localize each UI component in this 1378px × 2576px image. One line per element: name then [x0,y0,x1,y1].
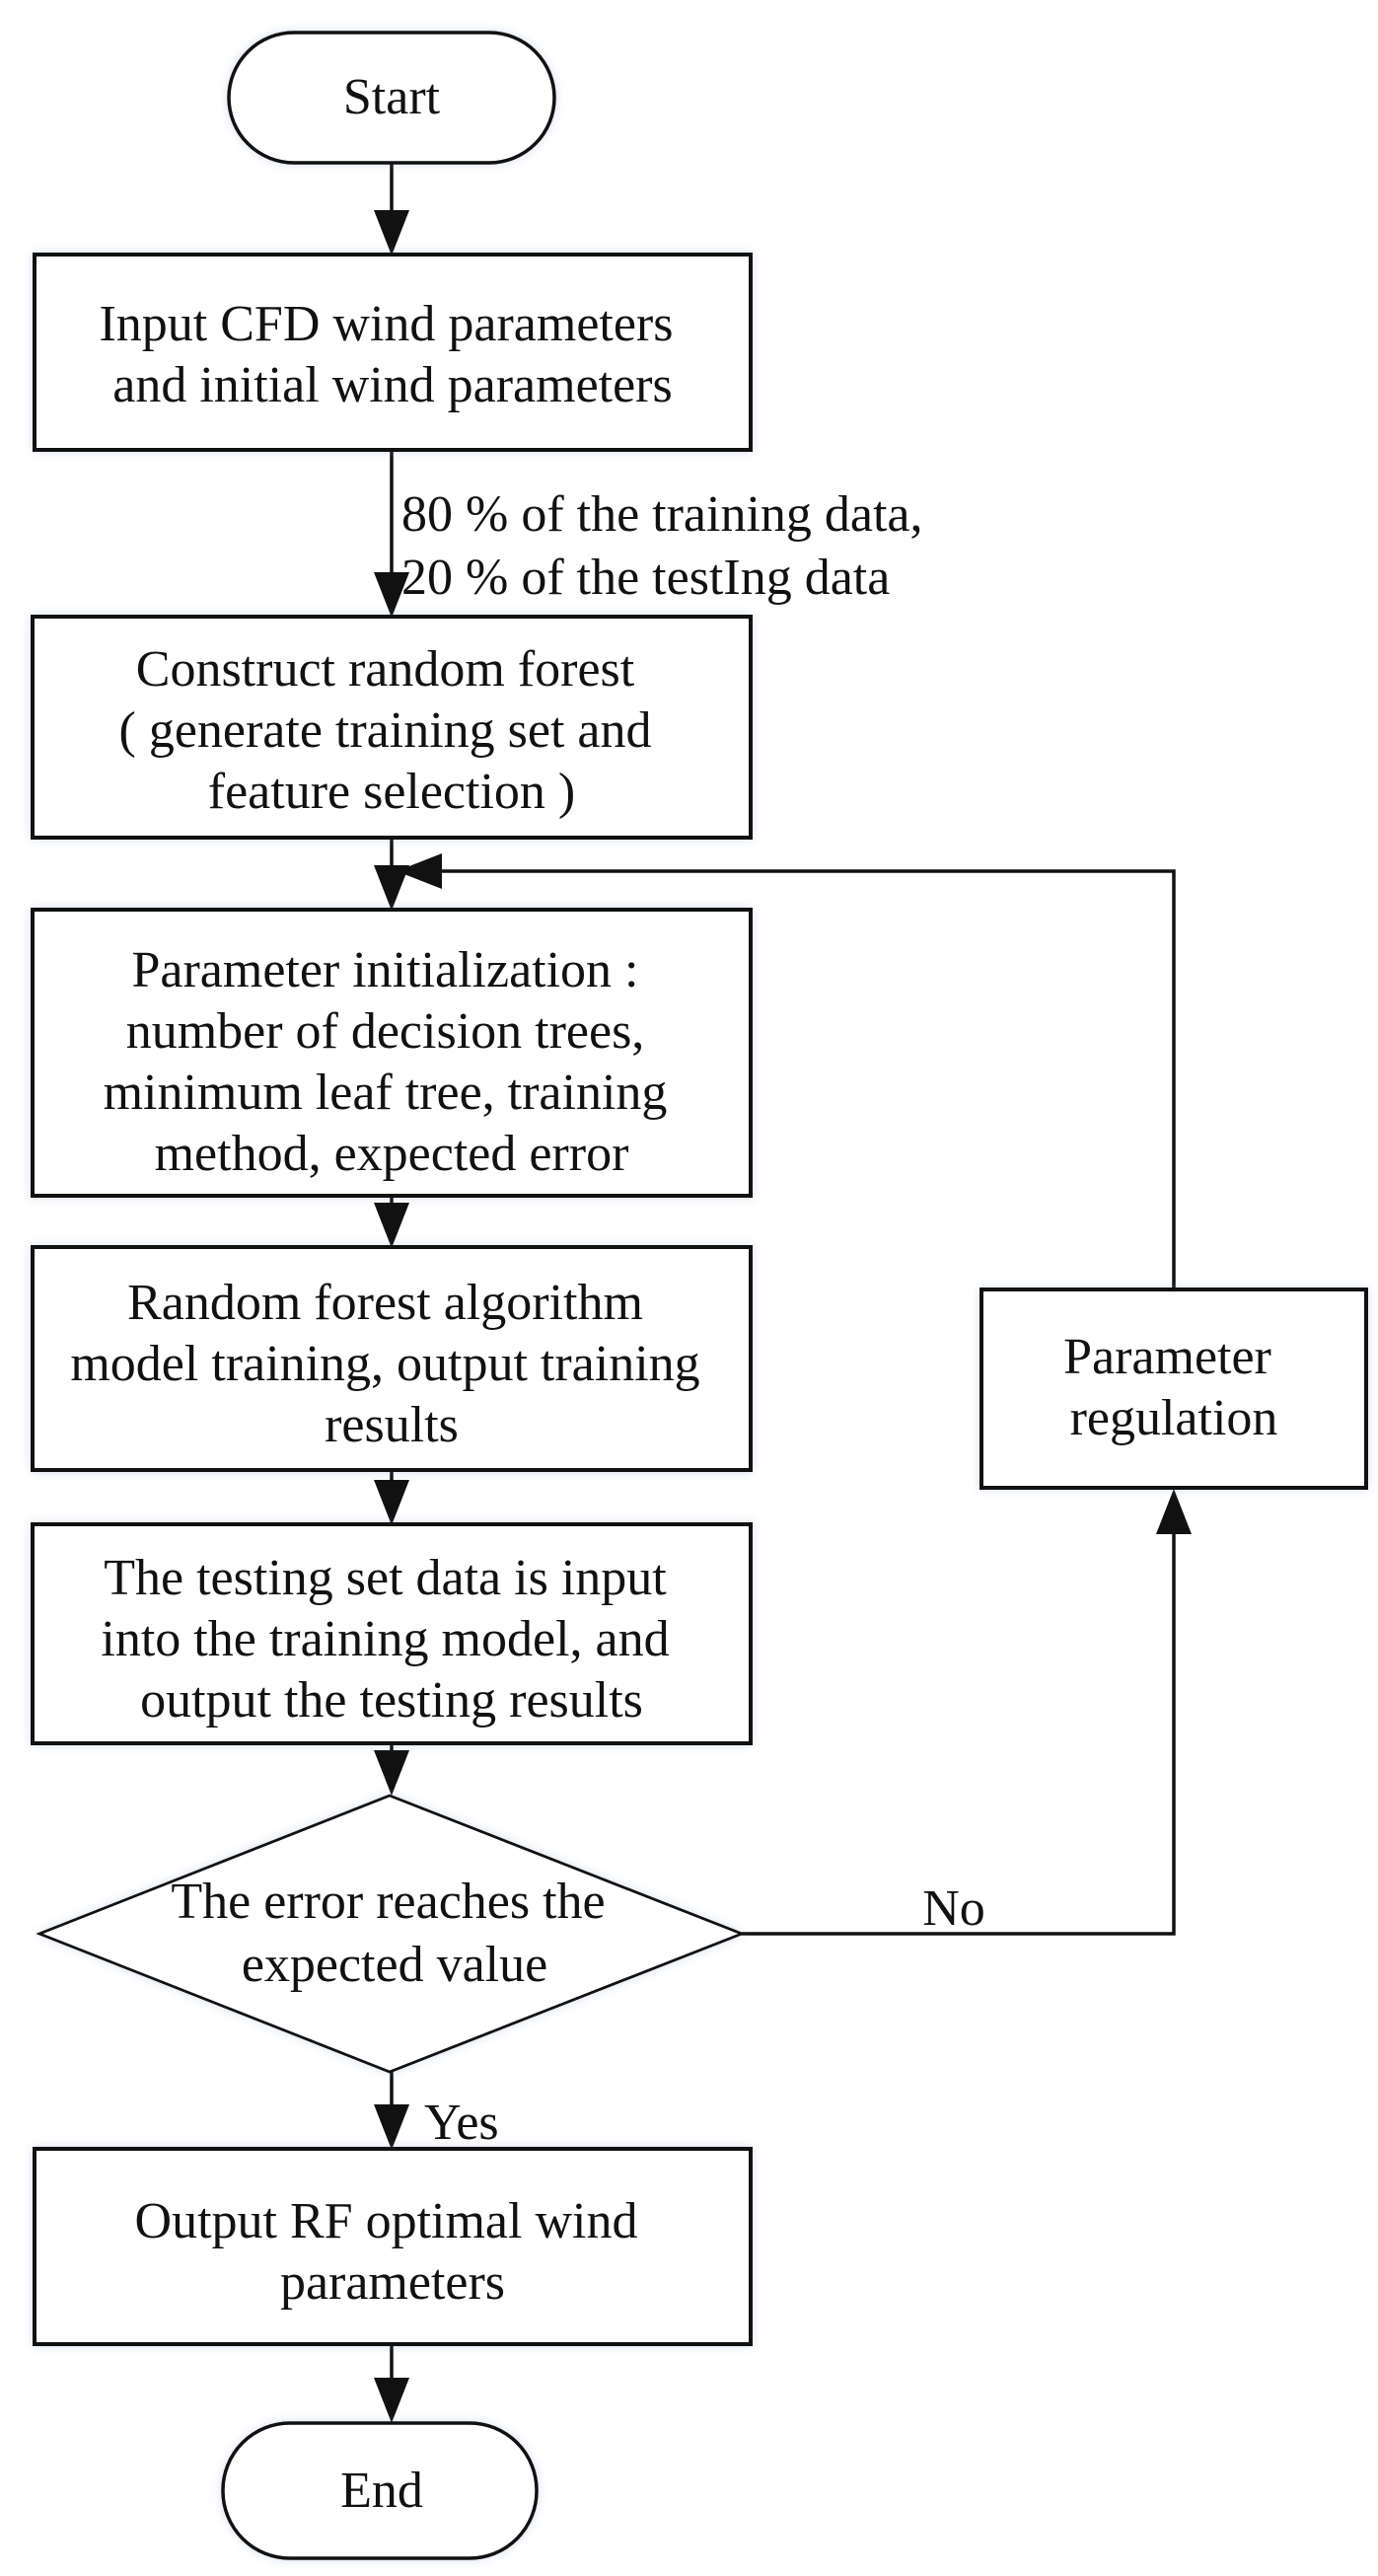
arrowhead-down-icon [374,572,409,618]
parameter-initialization-box [31,908,753,1198]
start-label: Start [343,69,441,125]
connector-line [742,1495,1176,1936]
arrow-construct-to-init [374,838,409,911]
arrow-input-to-construct [374,450,409,618]
end-terminator [221,2421,539,2560]
arrowhead-down-icon [374,2104,409,2150]
input-parameters-label: Input CFD wind parameters and initial wi… [99,296,686,413]
arrow-testing-to-decision [374,1743,409,1796]
arrowhead-down-icon [374,865,409,911]
start-terminator [227,31,556,165]
parameter-initialization-label: Parameter initialization : number of dec… [104,942,681,1182]
arrow-output-to-end [374,2344,409,2423]
arrowhead-down-icon [374,210,409,256]
arrowhead-down-icon [374,1480,409,1525]
arrowhead-up-icon [1156,1489,1192,1534]
connector-line [404,869,1176,1289]
error-decision-label: The error reaches the expected value [171,1874,617,1993]
construct-random-forest-label: Construct random forest ( generate train… [119,641,665,820]
arrow-regulation-return-loop [397,853,1176,1289]
rf-model-training-label: Random forest algorithm model training, … [70,1275,712,1453]
arrowhead-down-icon [374,1203,409,1248]
arrow-start-to-input [374,163,409,256]
testing-set-box [31,1522,753,1745]
output-parameters-label: Output RF optimal wind parameters [135,2193,651,2311]
rf-model-training-box [31,1245,753,1472]
end-label: End [340,2463,423,2519]
arrow-decision-no-to-regulation [742,1489,1192,1936]
testing-set-label: The testing set data is input into the t… [101,1550,682,1729]
parameter-regulation-box [979,1288,1368,1490]
edge-label-no: No [922,1880,985,1937]
edge-label-yes: Yes [424,2095,499,2151]
arrow-decision-yes-to-output [374,2072,409,2150]
arrowhead-down-icon [374,2378,409,2423]
arrow-training-to-testing [374,1470,409,1525]
output-parameters-box [33,2147,753,2346]
input-parameters-box [33,253,753,452]
edge-label-data-split: 80 % of the training data, 20 % of the t… [401,486,936,606]
arrow-init-to-training [374,1196,409,1248]
construct-random-forest-box [31,615,753,840]
arrowhead-left-icon [397,853,442,889]
arrowhead-down-icon [374,1750,409,1796]
parameter-regulation-label: Parameter regulation [1063,1329,1284,1446]
error-decision-diamond [36,1794,746,2074]
